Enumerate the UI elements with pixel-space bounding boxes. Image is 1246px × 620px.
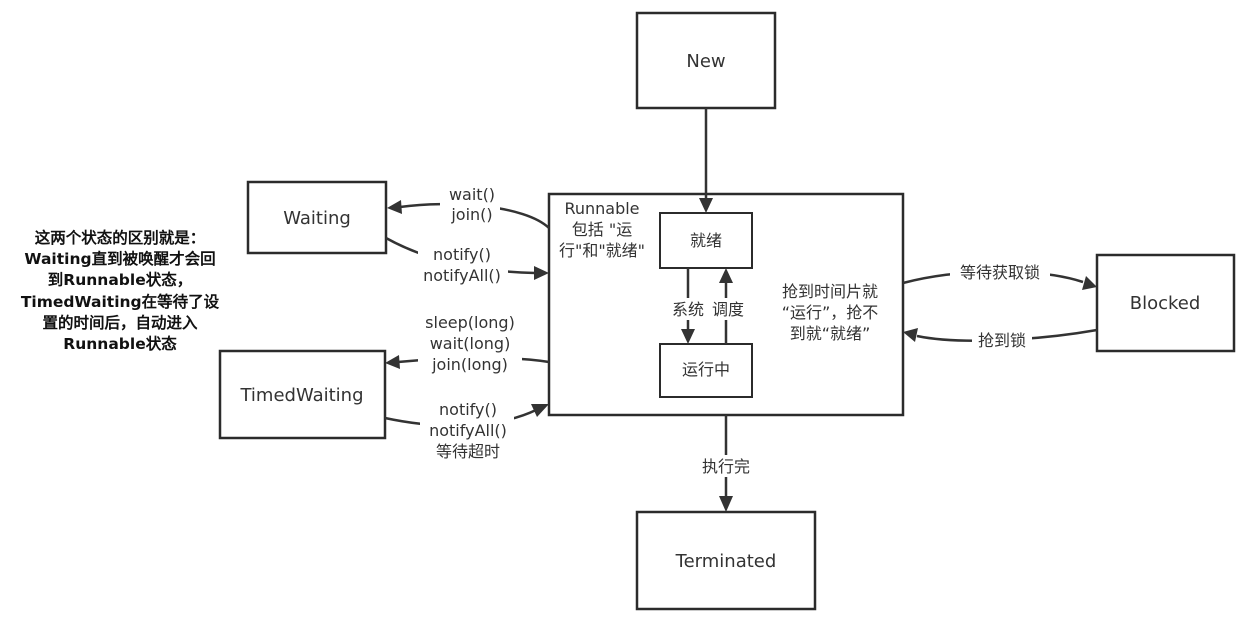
edge-label-notify: notify() bbox=[433, 245, 491, 264]
edge-label-wait: wait() bbox=[449, 185, 495, 204]
edge-label-system: 系统 bbox=[672, 300, 704, 319]
node-waiting-label: Waiting bbox=[283, 208, 351, 229]
inner-note-line-2: “运行”，抢不 bbox=[782, 303, 879, 322]
edge-label-wait-long: wait(long) bbox=[430, 334, 511, 353]
node-running-label: 运行中 bbox=[682, 360, 730, 379]
edge-label-timeout: 等待超时 bbox=[436, 442, 500, 461]
side-note-line-3: 到Runnable状态， bbox=[48, 270, 192, 289]
edge-label-got-lock: 抢到锁 bbox=[978, 331, 1026, 350]
node-timed-waiting-label: TimedWaiting bbox=[239, 385, 363, 406]
side-note-line-6: Runnable状态 bbox=[63, 334, 177, 353]
edge-label-notify-all: notifyAll() bbox=[423, 266, 501, 285]
edge-label-wait-lock: 等待获取锁 bbox=[960, 263, 1040, 282]
side-note-line-4: TimedWaiting在等待了设 bbox=[21, 292, 220, 311]
runnable-label-line-2: 包括 "运 bbox=[572, 220, 632, 239]
edge-label-join: join() bbox=[450, 205, 492, 224]
node-ready: 就绪 bbox=[659, 212, 753, 269]
node-terminated-label: Terminated bbox=[675, 551, 777, 572]
node-waiting: Waiting bbox=[246, 180, 388, 255]
edge-label-finished: 执行完 bbox=[702, 457, 750, 476]
side-note: 这两个状态的区别就是： Waiting直到被唤醒才会回 到Runnable状态，… bbox=[21, 228, 220, 353]
edge-label-timed-notify: notify() bbox=[439, 400, 497, 419]
edge-new-to-ready bbox=[699, 108, 713, 213]
edge-label-sleep-long: sleep(long) bbox=[425, 313, 515, 332]
node-timed-waiting: TimedWaiting bbox=[218, 349, 387, 440]
edge-label-join-long: join(long) bbox=[431, 355, 508, 374]
side-note-line-5: 置的时间后，自动进入 bbox=[42, 313, 198, 332]
node-blocked-label: Blocked bbox=[1130, 293, 1201, 314]
node-blocked: Blocked bbox=[1095, 253, 1236, 353]
node-new-label: New bbox=[686, 51, 725, 72]
node-running: 运行中 bbox=[659, 343, 753, 398]
node-ready-label: 就绪 bbox=[690, 231, 722, 250]
inner-note-line-1: 抢到时间片就 bbox=[782, 282, 878, 301]
runnable-inner-note: 抢到时间片就 “运行”，抢不 到就“就绪” bbox=[782, 282, 879, 343]
node-new: New bbox=[635, 11, 777, 110]
side-note-line-1: 这两个状态的区别就是： bbox=[35, 228, 206, 247]
runnable-label-line-3: 行"和"就绪" bbox=[559, 241, 645, 260]
edge-label-timed-notify-all: notifyAll() bbox=[429, 421, 507, 440]
edge-label-dispatch: 调度 bbox=[712, 300, 744, 319]
inner-note-line-3: 到就“就绪” bbox=[790, 324, 871, 343]
side-note-line-2: Waiting直到被唤醒才会回 bbox=[24, 249, 215, 268]
node-terminated: Terminated bbox=[635, 510, 817, 611]
runnable-label-line-1: Runnable bbox=[564, 199, 639, 218]
